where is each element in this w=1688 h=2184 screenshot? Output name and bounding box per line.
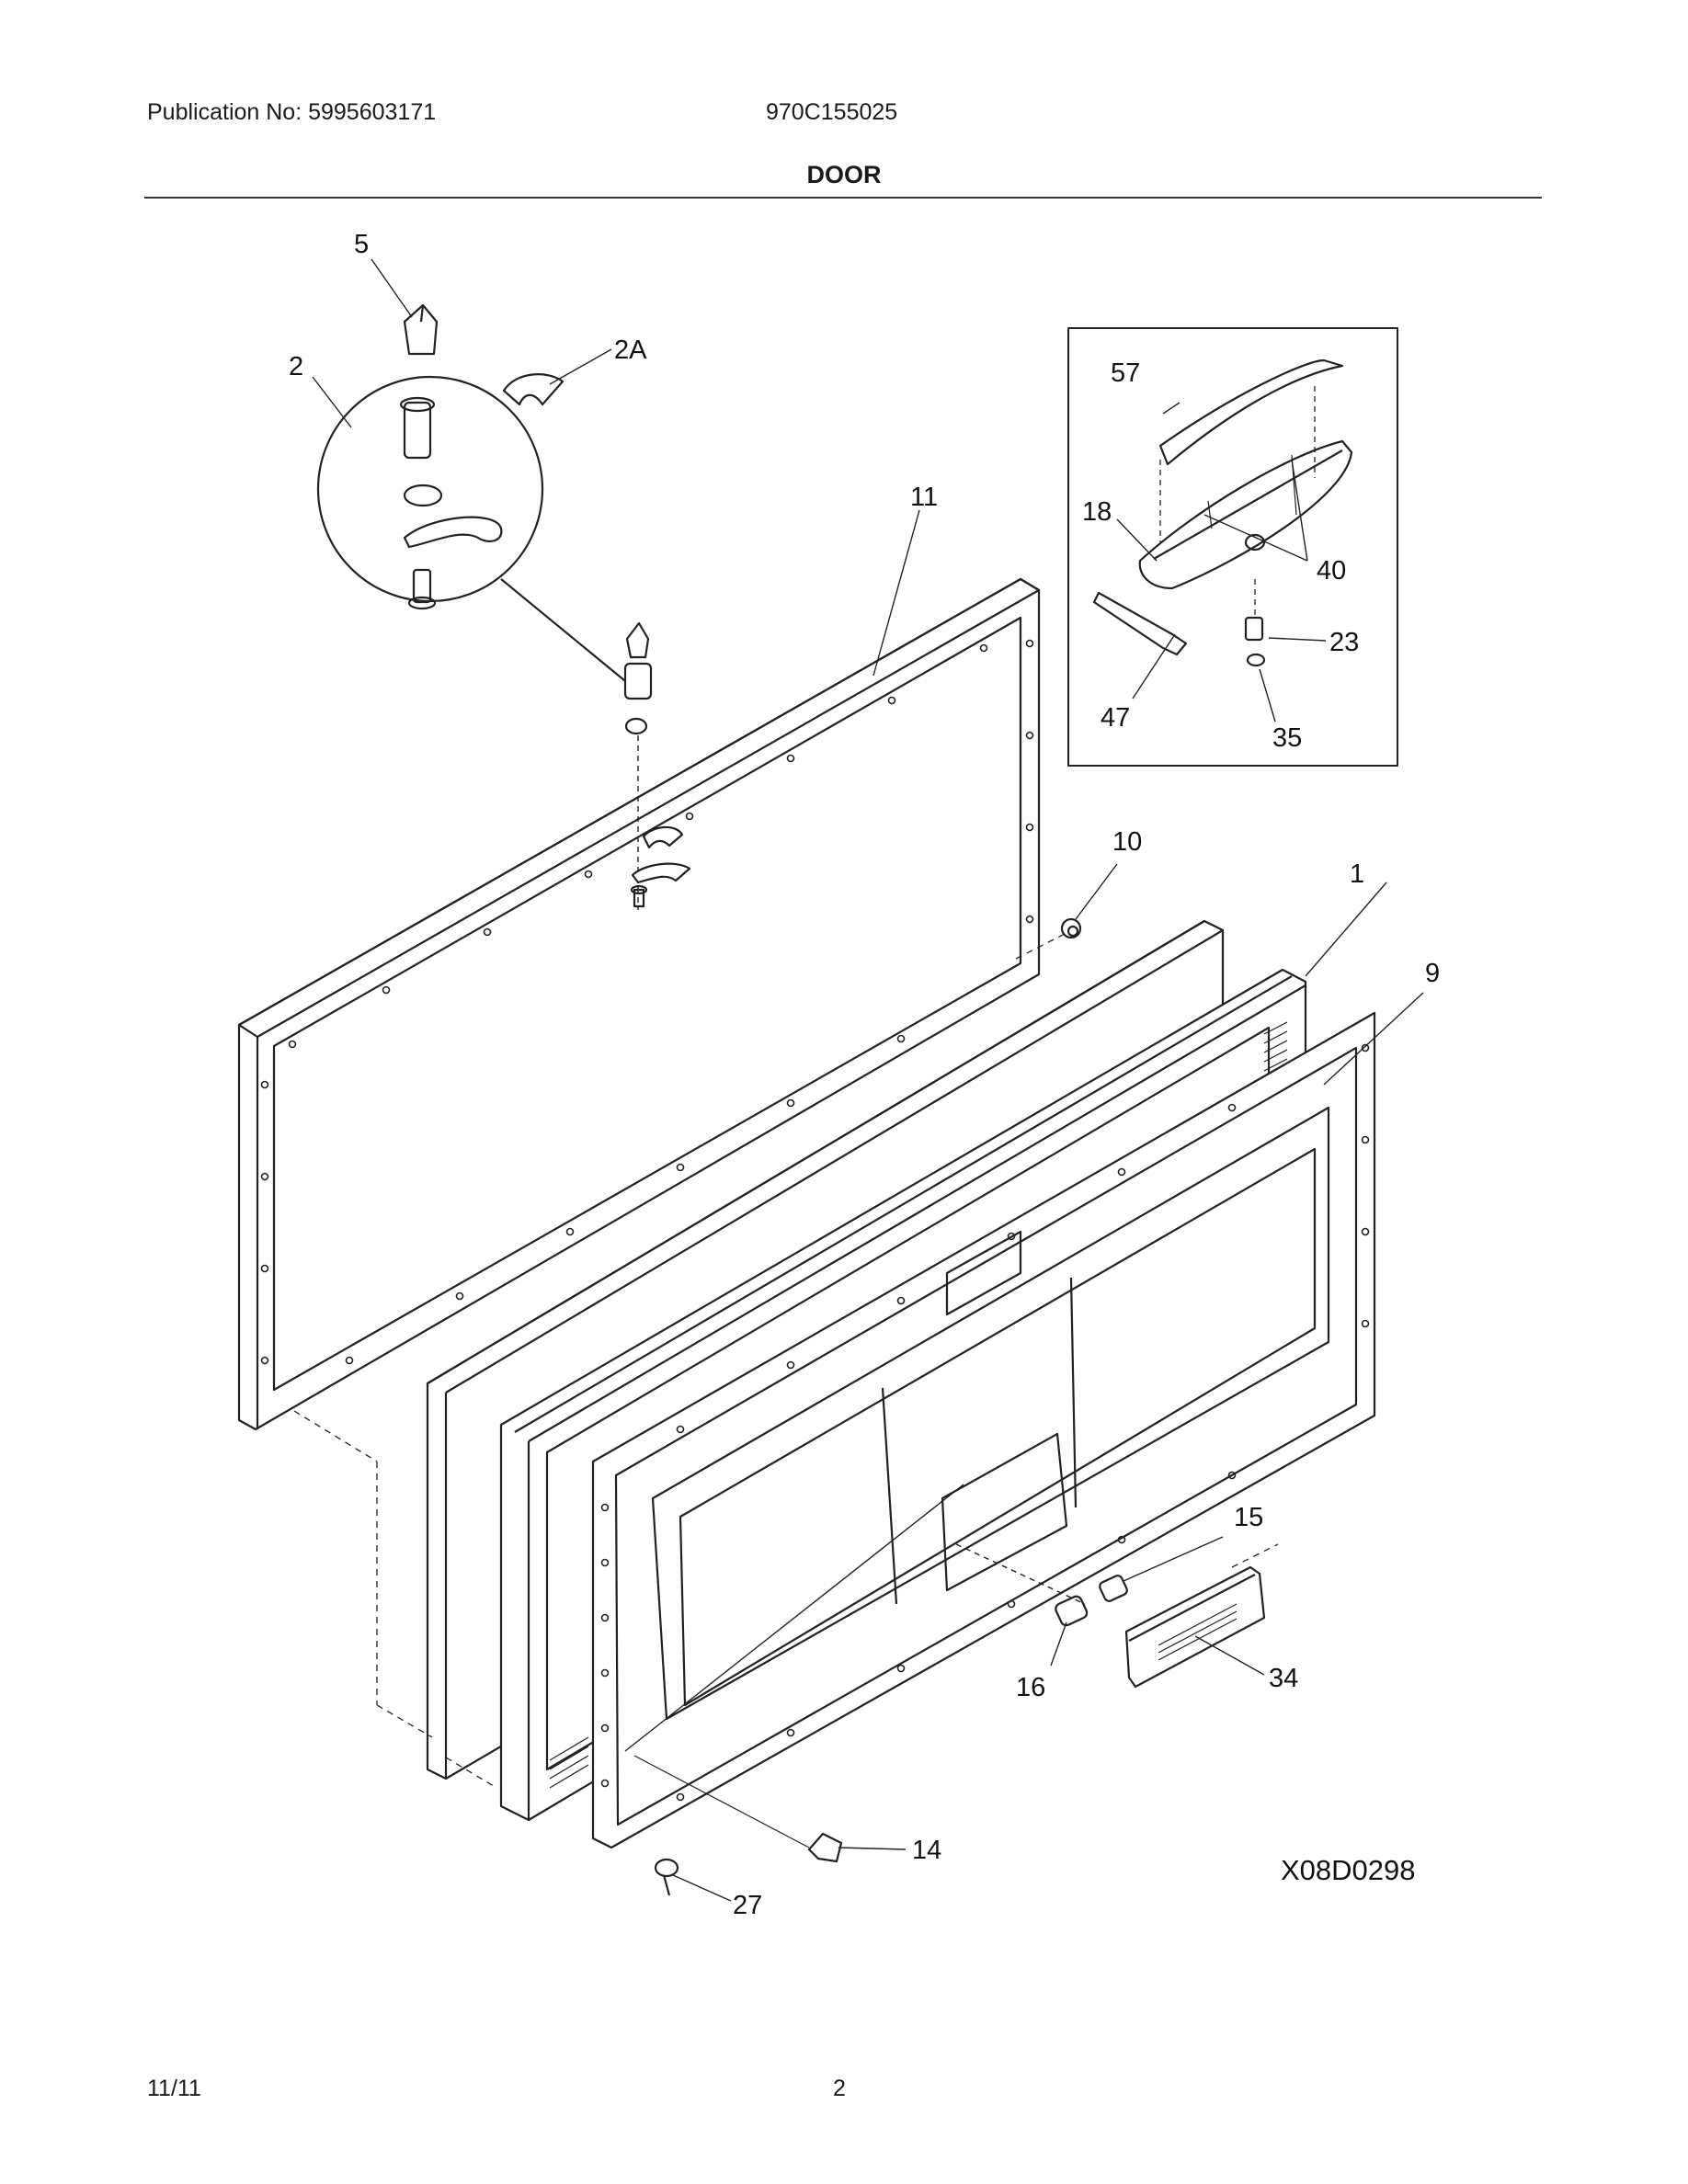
screw-27: [654, 1858, 679, 1896]
callout-40: 40: [1317, 556, 1346, 586]
clip-2A: [502, 373, 565, 406]
page-number: 2: [833, 2076, 846, 2101]
callout-5: 5: [354, 230, 369, 259]
callout-57: 57: [1111, 358, 1140, 388]
callout-18: 18: [1082, 497, 1112, 527]
hinge-pin-5: [403, 303, 439, 356]
callout-27: 27: [733, 1891, 762, 1920]
lock-15-16: [955, 1543, 1128, 1627]
callout-23: 23: [1329, 628, 1359, 657]
clip-14: [807, 1832, 843, 1863]
callout-10: 10: [1112, 827, 1142, 857]
publication-date: 11/11: [147, 2076, 201, 2101]
callout-34: 34: [1269, 1664, 1298, 1693]
hinge-stack: [623, 621, 691, 910]
callout-47: 47: [1101, 703, 1130, 733]
publication-number: Publication No: 5995603171: [147, 99, 437, 125]
inner-liner-9: [591, 1011, 1376, 1849]
handle-cover-34: [1124, 1565, 1266, 1689]
callout-2: 2: [289, 352, 303, 381]
callout-1: 1: [1350, 859, 1364, 889]
callout-16: 16: [1016, 1673, 1045, 1702]
gasket-11: [237, 577, 1041, 1431]
diagram-code: X08D0298: [1281, 1854, 1416, 1886]
callout-35: 35: [1272, 723, 1302, 753]
handle-inset: [1067, 327, 1398, 767]
page-title: DOOR: [806, 161, 882, 188]
callout-2A: 2A: [614, 336, 647, 365]
header-divider: [144, 197, 1542, 199]
callout-14: 14: [912, 1836, 941, 1865]
hinge-detail-2: [316, 375, 631, 686]
callout-9: 9: [1425, 959, 1440, 988]
callout-11: 11: [910, 483, 938, 512]
callout-15: 15: [1234, 1503, 1263, 1532]
screw-cap-10: [1060, 917, 1082, 939]
model-number: 970C155025: [766, 99, 898, 125]
